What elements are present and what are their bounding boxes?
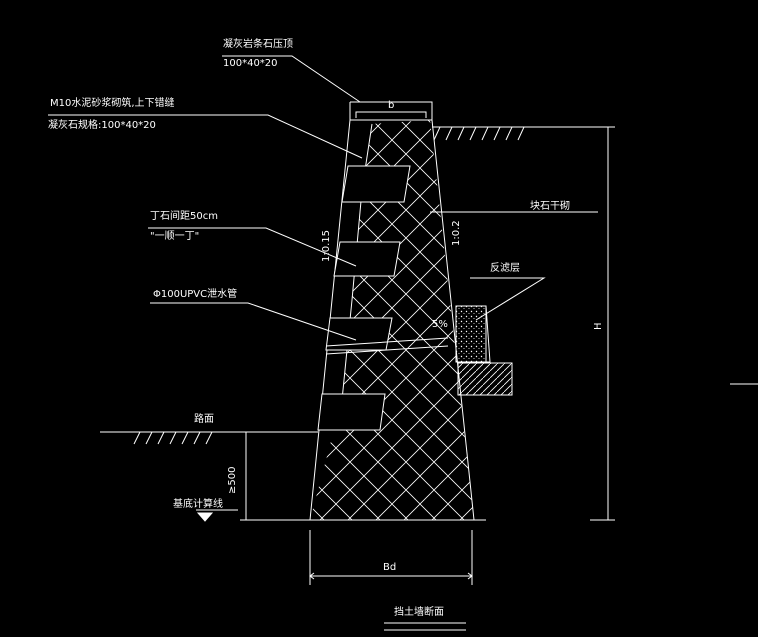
mortar-label-1: M10水泥砂浆砌筑,上下错缝 [50,98,175,109]
tie-stone-label-1: 丁石间距50cm [150,211,218,222]
coping-name-label: 凝灰岩条石压顶 [223,39,293,50]
drain-pipe-label: Φ100UPVC泄水管 [153,289,238,300]
mortar-label-2: 凝灰石规格:100*40*20 [48,120,156,131]
foundation-line-label: 基底计算线 [173,499,223,510]
height-label: H [593,322,604,330]
drain-slope-label: 5% [432,319,448,330]
tie-stone-label-2: "一顺一丁" [150,231,200,242]
filter-layer [455,305,487,363]
depth-label: ≥500 [227,466,238,494]
slope-left-label: 1:0.15 [321,230,332,262]
ground-hatch-left [133,431,213,445]
coping-size-label: 100*40*20 [223,58,278,69]
slope-right-label: 1:0.2 [451,220,462,246]
ground-hatch-right [433,126,525,141]
backfill-label: 块石干砌 [530,201,570,212]
base-width-label: Bd [383,562,397,573]
leader-lines [48,55,598,341]
toe-block [457,362,513,396]
face-stones [317,165,411,431]
drawing-title: 挡土墙断面 [394,607,444,618]
drain-pipe [325,337,449,355]
top-width-label: b [388,100,395,111]
filter-layer-label: 反滤层 [490,263,520,274]
road-surface-label: 路面 [194,414,214,425]
